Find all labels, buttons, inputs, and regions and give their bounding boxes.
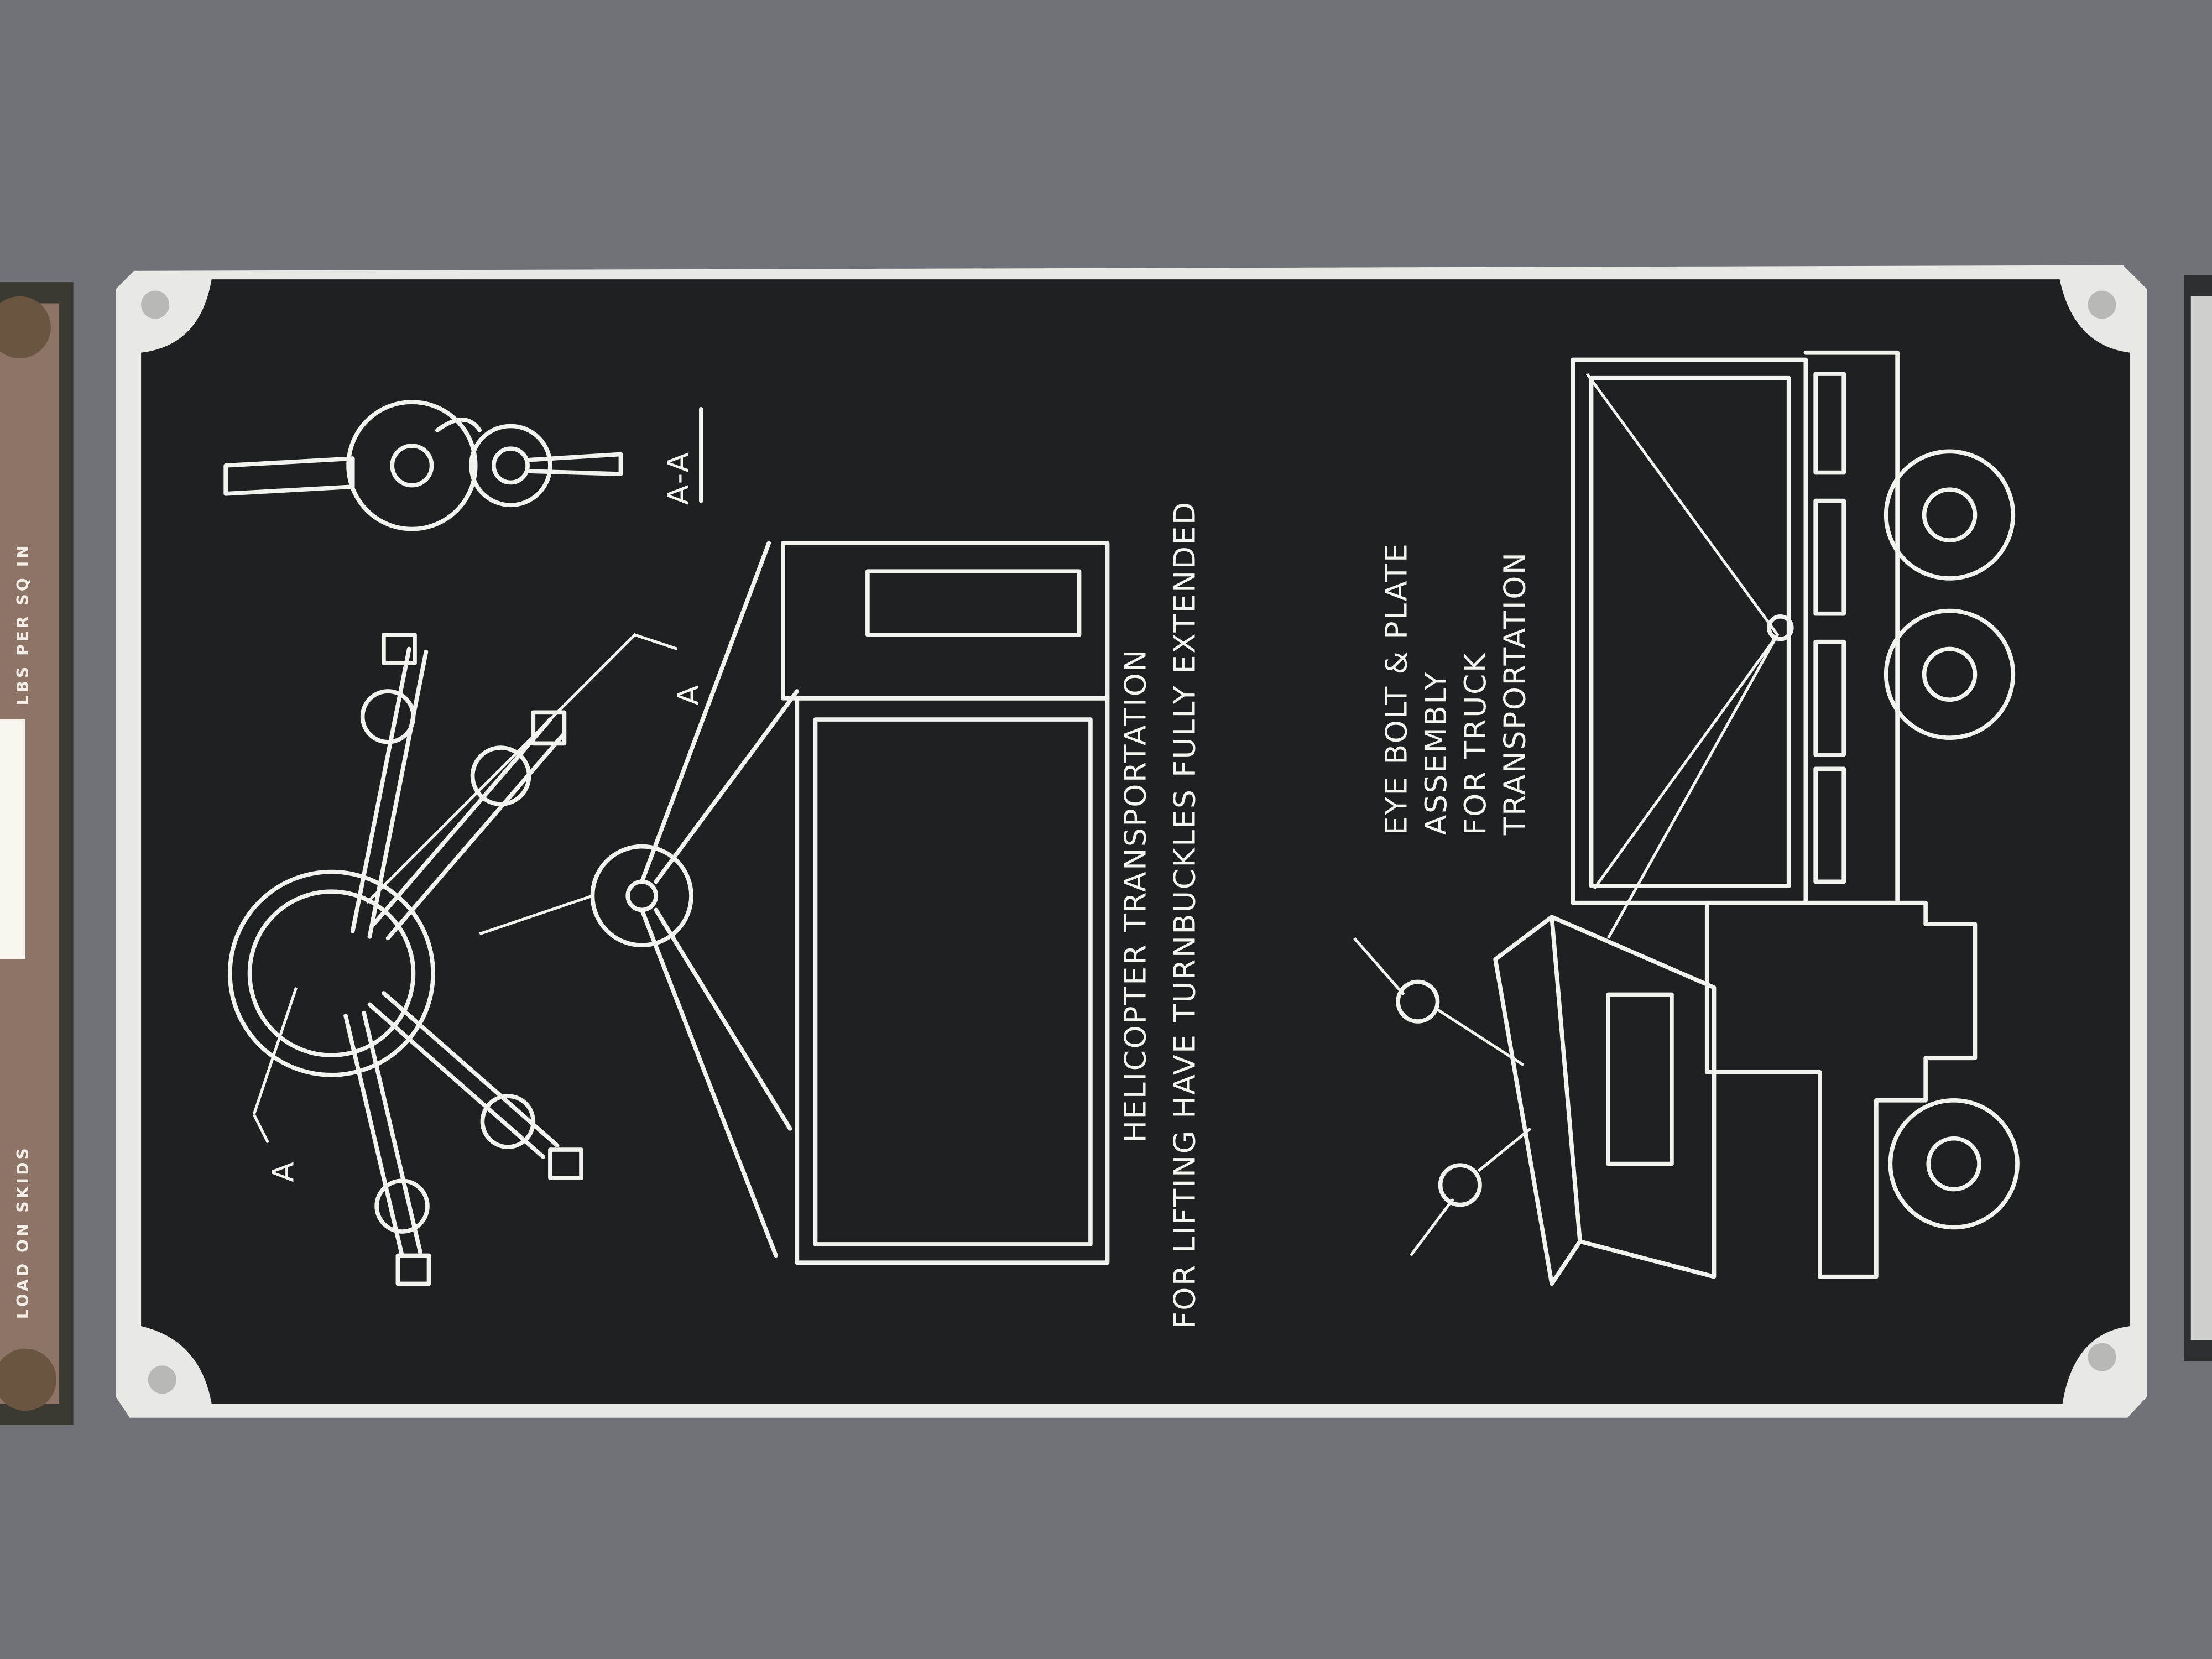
truck-text-1: EYE BOLT & PLATE	[1379, 542, 1413, 836]
rivet-icon	[148, 1365, 176, 1394]
callout-a-top: A	[671, 684, 706, 705]
rivet-icon	[2088, 290, 2116, 319]
screw-icon	[0, 1348, 57, 1411]
truck-text-4: TRANSPORTATION	[1498, 551, 1532, 836]
section-label: A-A	[661, 451, 696, 505]
rivet-icon	[2088, 1343, 2116, 1371]
section-aa-detail	[223, 400, 623, 531]
left-load-tag: LOAD ON SKIDS LBS PER SQ IN	[0, 282, 74, 1425]
callout-a-bottom: A	[266, 1161, 301, 1182]
title-line-2: FOR LIFTING HAVE TURNBUCKLES FULLY EXTEN…	[1167, 500, 1202, 1329]
container-drawing	[479, 541, 1110, 1265]
sling-diagram	[227, 633, 678, 1286]
truck-text-3: FOR TRUCK	[1458, 651, 1493, 835]
truck-text-2: ASSEMBLY	[1418, 671, 1453, 835]
rivet-icon	[141, 290, 170, 319]
eye-bolt-detail	[1353, 915, 1717, 1286]
placard-plate	[116, 265, 2147, 1418]
title-line-1: HELICOPTER TRANSPORTATION	[1118, 648, 1152, 1142]
tag-text-lbs: LBS PER SQ IN	[14, 542, 32, 705]
screw-icon	[0, 296, 51, 358]
tag-text-load: LOAD ON SKIDS	[14, 1145, 32, 1319]
truck-drawing	[1571, 350, 2020, 1279]
